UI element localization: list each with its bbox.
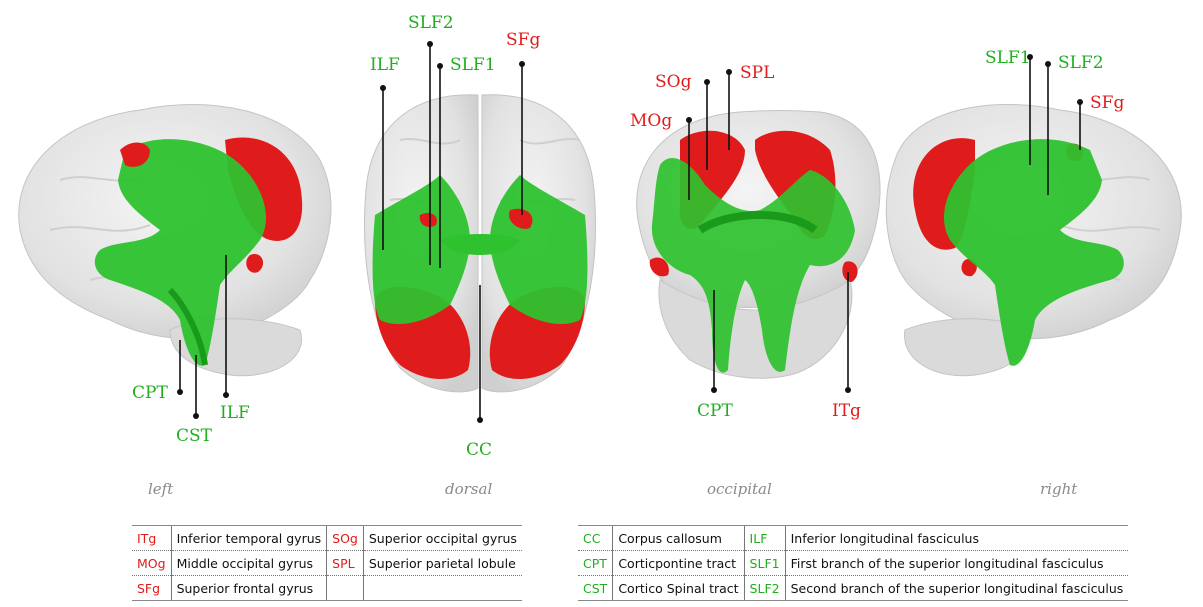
legend-row: MOg Middle occipital gyrus SPL Superior … — [132, 551, 522, 576]
legend-name: Superior frontal gyrus — [171, 576, 327, 601]
legend-abbr: CC — [578, 526, 613, 551]
legend-row: ITg Inferior temporal gyrus SOg Superior… — [132, 526, 522, 551]
legend-abbr: SLF1 — [744, 551, 785, 576]
label-dorsal-sfg: SFg — [506, 30, 540, 50]
legend-row: CC Corpus callosum ILF Inferior longitud… — [578, 526, 1128, 551]
label-left-ilf: ILF — [220, 403, 250, 423]
label-dorsal-cc: CC — [466, 440, 492, 460]
legend-name: First branch of the superior longitudina… — [785, 551, 1128, 576]
legend-name: Corpus callosum — [613, 526, 744, 551]
label-occipital-cpt: CPT — [697, 401, 733, 421]
legend-abbr: SFg — [132, 576, 171, 601]
legend-abbr: MOg — [132, 551, 171, 576]
legend-name: Superior parietal lobule — [363, 551, 522, 576]
label-occipital-mog: MOg — [630, 111, 672, 131]
legend-name: Inferior longitudinal fasciculus — [785, 526, 1128, 551]
legend-abbr: SOg — [327, 526, 364, 551]
left-view-brain — [19, 104, 331, 375]
legend-abbr: CST — [578, 576, 613, 601]
view-caption-occipital: occipital — [707, 480, 772, 498]
legend-name: Corticpontine tract — [613, 551, 744, 576]
view-caption-right: right — [1040, 480, 1077, 498]
legend-abbr: SLF2 — [744, 576, 785, 601]
label-dorsal-slf2: SLF2 — [408, 13, 454, 33]
legend-abbr — [327, 576, 364, 601]
legend-row: SFg Superior frontal gyrus — [132, 576, 522, 601]
label-left-cst: CST — [176, 426, 213, 446]
label-right-sfg: SFg — [1090, 93, 1124, 113]
label-right-slf2: SLF2 — [1058, 53, 1104, 73]
legend-name: Cortico Spinal tract — [613, 576, 744, 601]
legend-tracts: CC Corpus callosum ILF Inferior longitud… — [578, 525, 1128, 601]
legend-abbr: CPT — [578, 551, 613, 576]
legend-abbr: ILF — [744, 526, 785, 551]
legend-row: CST Cortico Spinal tract SLF2 Second bra… — [578, 576, 1128, 601]
label-left-cpt: CPT — [132, 383, 168, 403]
legend-name: Inferior temporal gyrus — [171, 526, 327, 551]
legend-name: Superior occipital gyrus — [363, 526, 522, 551]
occipital-view-brain — [637, 111, 880, 379]
legend-name — [363, 576, 522, 601]
label-occipital-spl: SPL — [740, 63, 774, 83]
label-right-slf1: SLF1 — [985, 48, 1031, 68]
right-view-brain — [886, 104, 1181, 375]
view-caption-left: left — [148, 480, 173, 498]
legend-abbr: SPL — [327, 551, 364, 576]
legend-row: CPT Corticpontine tract SLF1 First branc… — [578, 551, 1128, 576]
label-occipital-itg: ITg — [832, 401, 861, 421]
legend-name: Second branch of the superior longitudin… — [785, 576, 1128, 601]
label-dorsal-ilf: ILF — [370, 55, 400, 75]
legend-regions: ITg Inferior temporal gyrus SOg Superior… — [132, 525, 522, 601]
legend-name: Middle occipital gyrus — [171, 551, 327, 576]
brain-tract-figure: CPT CST ILF ILF SLF2 SLF1 SFg CC — [0, 0, 1203, 470]
view-caption-dorsal: dorsal — [445, 480, 492, 498]
label-dorsal-slf1: SLF1 — [450, 55, 496, 75]
label-occipital-sog: SOg — [655, 72, 692, 92]
legend-abbr: ITg — [132, 526, 171, 551]
